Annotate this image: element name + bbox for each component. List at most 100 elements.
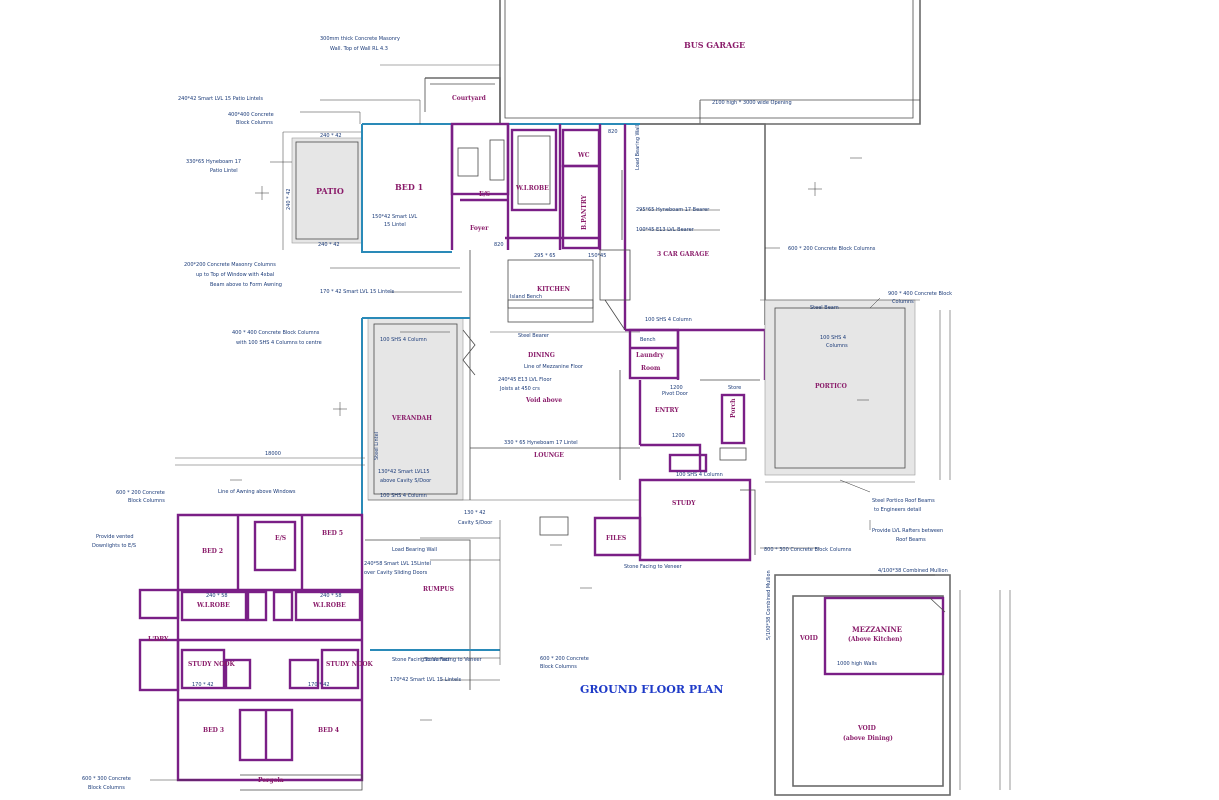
note-38: Cavity S/Door (458, 520, 493, 526)
note-9b: up to Top of Window with 4xbal (196, 272, 274, 278)
note-19: 600 * 200 Concrete (116, 490, 165, 496)
room-mezzanine-sub: (Above Kitchen) (848, 636, 903, 643)
study-walls (539, 478, 756, 562)
room-bed2: BED 2 (202, 548, 223, 555)
note-43: 100 SHS 4 (820, 335, 846, 341)
note-18: 100 SHS 4 Column (380, 493, 427, 499)
lounge-dining-area (469, 330, 640, 501)
dim-2: 240 * 42 (318, 242, 340, 248)
room-laundry-room: Room (641, 365, 661, 372)
dim-3: 240 * 42 (286, 188, 292, 210)
note-44: Load Bearing Wall (635, 125, 641, 170)
room-foyer: Foyer (470, 225, 489, 232)
bedroom-wing-walls (138, 457, 365, 791)
dim-8: 295 * 65 (534, 253, 556, 259)
note-10: 170 * 42 Smart LVL 15 Lintels (320, 289, 395, 295)
note-33b: Block Columns (88, 785, 125, 791)
room-verandah: VERANDAH (391, 415, 432, 422)
room-void-above: Void above (525, 397, 562, 404)
dim-14: 820 (494, 242, 504, 248)
verandah-outline (361, 317, 476, 510)
bus-garage-outline (499, 0, 921, 125)
section-markers (230, 157, 869, 721)
room-es-top: E/S (479, 191, 490, 198)
note-2: 240*42 Smart LVL 15 Patio Lintels (178, 96, 263, 102)
note-22: Load Bearing Wall (392, 547, 437, 553)
room-butler-pantry: B.PANTRY (581, 194, 588, 230)
note-8: 600 * 200 Concrete Block Columns (788, 246, 876, 252)
note-31: 5/100*38 Combined Mullion (766, 570, 772, 640)
note-43b: Columns (826, 343, 848, 349)
portico-outline (760, 299, 951, 483)
room-kitchen: KITCHEN (537, 286, 571, 293)
note-46: Store (728, 385, 741, 391)
dim-9: 150*45 (588, 253, 606, 259)
note-15b: Joists at 450 crs (499, 386, 540, 392)
room-wir-right: W.I.ROBE (312, 602, 346, 609)
room-lounge: LOUNGE (534, 452, 564, 459)
note-13: 100 SHS 4 Column (380, 337, 427, 343)
dim-15: 820 (608, 129, 618, 135)
note-45: Bench (640, 337, 656, 343)
dim-4: 150*42 Smart LVL (372, 214, 417, 220)
note-7: 100*45 E13 LVL Bearer (636, 227, 695, 233)
room-wc-top: WC (577, 152, 590, 159)
room-void-lower-sub: (above Dining) (843, 735, 893, 742)
room-bed5: BED 5 (322, 530, 343, 537)
note-25: 600 * 200 Concrete (540, 656, 589, 662)
note-39: Steel Lintel (374, 432, 380, 460)
room-es-bottom: E/S (275, 535, 286, 542)
rumpus-outline (361, 510, 501, 690)
dim-12: 170 * 42 (192, 682, 214, 688)
note-36: Pivot Door (662, 391, 689, 397)
note-4b: Patio Lintel (210, 168, 238, 174)
note-14: Line of Mezzanine Floor (524, 364, 584, 370)
note-40: Steel Beam (810, 305, 839, 311)
note-4: 330*65 Hyneboam 17 (186, 159, 241, 165)
room-study-nook-left: STUDY NOOK (188, 661, 236, 668)
note-24: Stone Facing to Veneer (392, 657, 451, 663)
room-void: VOID (799, 635, 818, 642)
note-9: 200*200 Concrete Masonry Columns (184, 262, 276, 268)
room-bed3: BED 3 (203, 727, 224, 734)
note-47: Stone Facing to Veneer (424, 657, 483, 663)
dim-11: 240 * 58 (320, 593, 342, 599)
note-16: 330 * 65 Hyneboam 17 Lintel (504, 440, 578, 446)
courtyard-outline (380, 64, 501, 124)
room-bus-garage: BUS GARAGE (684, 40, 745, 50)
note-25b: Block Columns (540, 664, 577, 670)
note-41: 100 SHS 4 Column (645, 317, 692, 323)
note-17: 130*42 Smart LVL15 (378, 469, 430, 475)
note-23b: over Cavity Sliding Doors (364, 570, 428, 576)
note-leader-lines (150, 99, 935, 781)
note-34: Steel Bearer (518, 333, 550, 339)
note-9c: Beam above to Form Awning (210, 282, 282, 288)
note-27b: to Engineers detail (874, 507, 921, 513)
note-37: Stone Facing to Veneer (624, 564, 683, 570)
dim-4b: 15 Lintel (384, 222, 406, 228)
note-32: 1000 high Walls (837, 661, 877, 667)
room-wir-top: W.I.ROBE (515, 185, 549, 192)
note-1b: Wall. Top of Wall RL 4.3 (330, 46, 388, 52)
room-pergola: Pergola (258, 777, 284, 784)
dim-10: 240 * 58 (206, 593, 228, 599)
note-15: 240*45 E13 LVL Floor (498, 377, 553, 383)
note-21: Provide vented (96, 534, 134, 540)
note-20: Line of Awning above Windows (218, 489, 296, 495)
note-17b: above Cavity S/Door (380, 478, 432, 484)
note-23: 240*58 Smart LVL 15Lintel (364, 561, 431, 567)
note-21b: Downlights to E/S (92, 543, 136, 549)
note-28: Provide LVL Rafters between (872, 528, 943, 534)
note-27: Steel Portico Roof Beams (872, 498, 935, 504)
note-26: 170*42 Smart LVL 15 Lintels (390, 677, 461, 683)
note-11: 900 * 400 Concrete Block (888, 291, 952, 297)
entry-laundry-walls (625, 328, 767, 473)
room-mezzanine: MEZZANINE (852, 625, 902, 634)
upper-house-walls (361, 122, 766, 331)
dim-13: 170 * 42 (308, 682, 330, 688)
dim-5: 130 * 42 (464, 510, 486, 516)
room-laundry: Laundry (636, 352, 664, 359)
note-12: 400 * 400 Concrete Block Columns (232, 330, 320, 336)
note-6: 295*65 Hyneboam 17 Bearer (636, 207, 710, 213)
room-wir-left: W.I.ROBE (196, 602, 230, 609)
